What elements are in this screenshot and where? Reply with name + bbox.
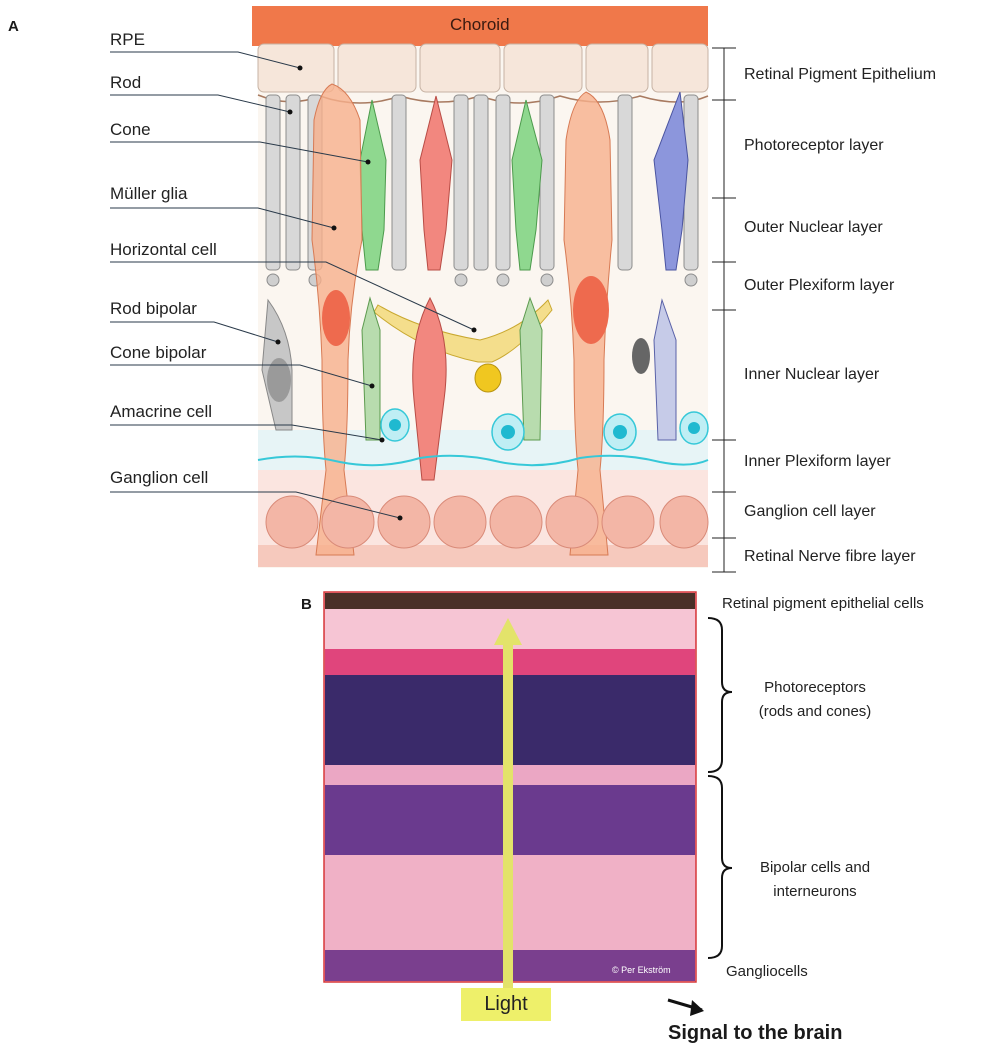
bipolar-brace bbox=[708, 776, 732, 958]
signal-to-brain-label: Signal to the brain bbox=[668, 1022, 842, 1045]
label-rod-bipolar: Rod bipolar bbox=[110, 299, 197, 319]
layer-inner-nuclear: Inner Nuclear layer bbox=[744, 366, 879, 384]
light-label: Light bbox=[461, 988, 551, 1021]
label-bipolar-interneurons: Bipolar cells and interneurons bbox=[740, 856, 890, 904]
label-muller-glia: Müller glia bbox=[110, 184, 187, 204]
histology-rpe-band bbox=[325, 593, 695, 609]
layer-photoreceptor: Photoreceptor layer bbox=[744, 137, 884, 155]
label-photoreceptors-line1: Photoreceptors bbox=[740, 676, 890, 700]
layer-rpe: Retinal Pigment Epithelium bbox=[744, 66, 936, 84]
label-horizontal-cell: Horizontal cell bbox=[110, 240, 217, 260]
label-rod: Rod bbox=[110, 73, 141, 93]
choroid-label: Choroid bbox=[450, 15, 510, 35]
label-gangliocells: Gangliocells bbox=[726, 960, 808, 984]
label-amacrine-cell: Amacrine cell bbox=[110, 402, 212, 422]
muller-nucleus-1 bbox=[322, 290, 350, 346]
label-bipolar-line1: Bipolar cells and bbox=[740, 856, 890, 880]
label-ganglion-cell: Ganglion cell bbox=[110, 468, 208, 488]
layer-inner-plexiform: Inner Plexiform layer bbox=[744, 453, 891, 471]
label-bipolar-line2: interneurons bbox=[740, 880, 890, 904]
layer-outer-nuclear: Outer Nuclear layer bbox=[744, 219, 883, 237]
label-rpe-cells: Retinal pigment epithelial cells bbox=[722, 592, 924, 616]
label-photoreceptors: Photoreceptors (rods and cones) bbox=[740, 676, 890, 724]
label-rpe: RPE bbox=[110, 30, 145, 50]
bipolar-nucleus-dark bbox=[632, 338, 650, 374]
layer-outer-plexiform: Outer Plexiform layer bbox=[744, 277, 894, 295]
horizontal-nucleus bbox=[475, 364, 501, 392]
rpe-cells bbox=[258, 44, 708, 92]
photoreceptor-brace bbox=[708, 618, 732, 772]
label-cone: Cone bbox=[110, 120, 151, 140]
label-photoreceptors-line2: (rods and cones) bbox=[740, 700, 890, 724]
muller-nucleus-2 bbox=[573, 276, 609, 344]
photo-credit: © Per Ekström bbox=[612, 965, 671, 975]
layer-nerve-fibre: Retinal Nerve fibre layer bbox=[744, 548, 916, 566]
panel-b-letter: B bbox=[301, 596, 312, 613]
label-cone-bipolar: Cone bipolar bbox=[110, 343, 206, 363]
layer-scale-bar bbox=[712, 48, 736, 572]
layer-ganglion-cell: Ganglion cell layer bbox=[744, 503, 876, 521]
signal-arrow-head bbox=[690, 1000, 704, 1016]
